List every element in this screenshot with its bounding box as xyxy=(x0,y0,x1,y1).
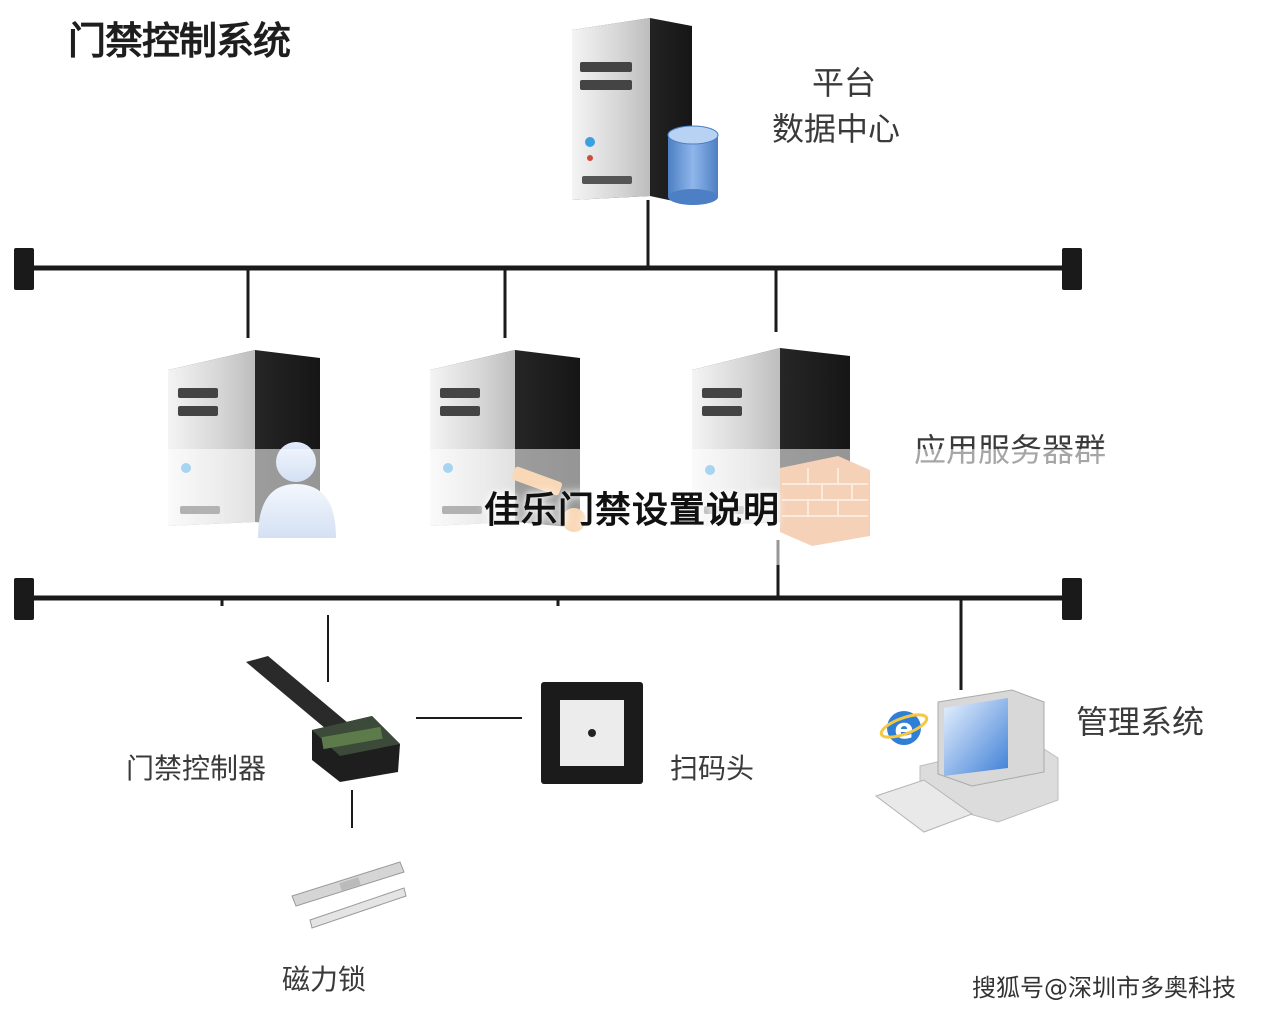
browser-icon: e xyxy=(879,711,929,745)
server-icon xyxy=(572,18,692,205)
lower-network-bus xyxy=(14,540,1082,828)
magnetic-lock-icon xyxy=(291,861,407,929)
scanner-label: 扫码头 xyxy=(670,752,755,785)
data-center-label-line1: 平台 xyxy=(812,64,877,102)
magnetic-lock-label: 磁力锁 xyxy=(282,963,367,996)
management-label: 管理系统 xyxy=(1076,703,1205,741)
overlay-banner: 佳乐门禁设置说明 xyxy=(0,449,1264,565)
upper-network-bus xyxy=(14,200,1082,338)
scanner-icon xyxy=(541,682,643,784)
overlay-heading: 佳乐门禁设置说明 xyxy=(483,490,780,531)
data-center-label-line2: 数据中心 xyxy=(772,110,901,148)
computer-icon xyxy=(874,689,1059,833)
page-title: 门禁控制系统 xyxy=(68,19,291,63)
access-controller-label: 门禁控制器 xyxy=(126,752,267,785)
controller-box-icon xyxy=(246,656,400,782)
database-icon xyxy=(667,125,719,205)
watermark: 搜狐号@深圳市多奥科技 xyxy=(972,974,1236,1002)
